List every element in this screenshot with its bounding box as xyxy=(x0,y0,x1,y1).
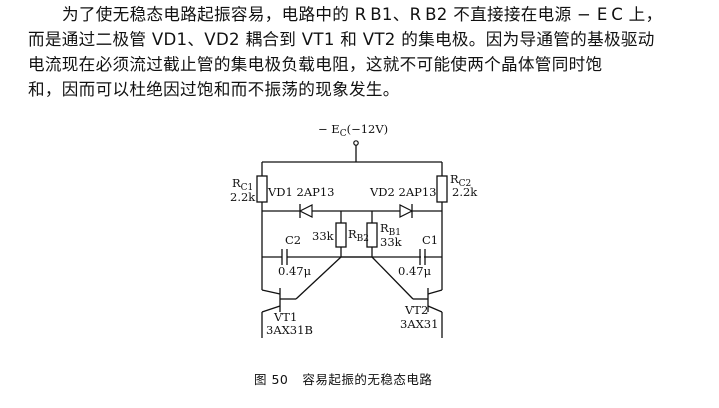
vd2-label: VD2 2AP13 xyxy=(369,185,437,199)
vd1-label: VD1 2AP13 xyxy=(267,185,335,199)
c2-value: 0.47μ xyxy=(278,264,312,278)
paragraph-line-4: 和，因而可以杜绝因过饱和而不振荡的现象发生。 xyxy=(28,80,400,99)
rc1-label: RC1 xyxy=(232,176,253,193)
rc2-label: RC2 xyxy=(450,172,471,189)
paragraph-line-3: 电流现在必须流过截止管的集电极负载电阻，这就不可能使两个晶体管同时饱 xyxy=(28,55,603,74)
vt2-label: VT2 xyxy=(404,303,428,317)
rc2-value: 2.2k xyxy=(452,185,478,199)
vd1-diode xyxy=(298,204,313,218)
rb2-value: 33k xyxy=(312,229,335,243)
vt2-emitter xyxy=(427,305,443,313)
supply-terminal xyxy=(353,140,359,146)
figure-title: 容易起振的无稳态电路 xyxy=(302,372,433,387)
vt1-collector xyxy=(261,289,281,295)
figure-caption: 图 50 容易起振的无稳态电路 xyxy=(254,369,446,388)
rb1-value: 33k xyxy=(380,235,403,249)
c1-label: C1 xyxy=(422,233,438,247)
cross-wire-to-vt2 xyxy=(371,256,414,300)
paragraph-line-2: 而是通过二极管 VD1、VD2 耦合到 VT1 和 VT2 的集电极。因为导通管… xyxy=(28,30,655,49)
c1-value: 0.47μ xyxy=(398,264,432,278)
vt2-model: 3AX31 xyxy=(400,317,438,331)
paragraph-line-1: 为了使无稳态电路起振容易，电路中的 R B1、R B2 不直接接在电源 − E … xyxy=(62,5,663,24)
rb1-label: RB1 xyxy=(380,221,401,238)
supply-label: − EC(−12V) xyxy=(318,122,388,139)
body-paragraph: 为了使无稳态电路起振容易，电路中的 R B1、R B2 不直接接在电源 − E … xyxy=(28,2,708,102)
c1-gap xyxy=(421,250,424,264)
rc1-value: 2.2k xyxy=(230,190,256,204)
figure-number: 图 50 xyxy=(254,372,289,387)
cross-wire-to-vt1 xyxy=(295,256,342,300)
vd2-diode xyxy=(399,204,414,218)
rc1-resistor xyxy=(256,175,268,203)
rb2-label: RB2 xyxy=(348,227,369,244)
vt1-label: VT1 xyxy=(273,310,297,324)
rb2-resistor xyxy=(335,222,347,248)
vt1-model: 3AX31B xyxy=(266,323,313,337)
vt2-collector xyxy=(427,289,443,295)
vt1-emitter xyxy=(261,305,281,313)
rc2-resistor xyxy=(436,175,448,203)
c2-label: C2 xyxy=(285,233,301,247)
